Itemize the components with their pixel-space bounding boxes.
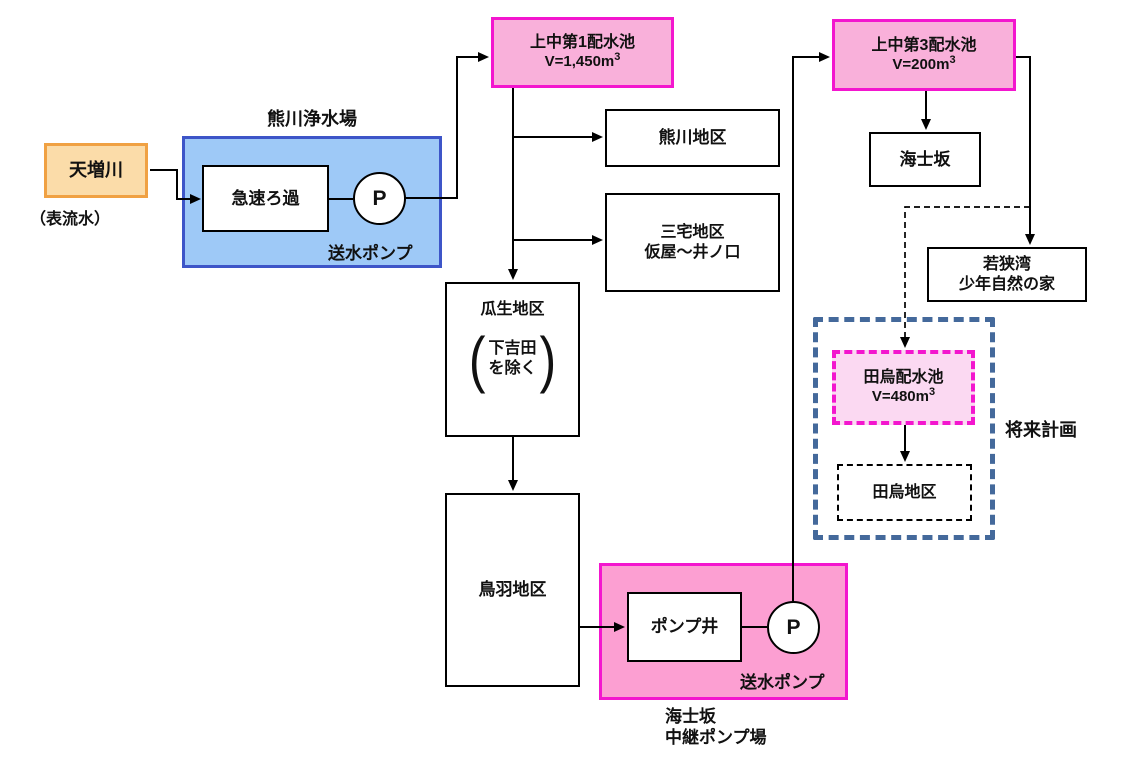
node-label: 田烏地区 — [872, 483, 937, 501]
node-label: 天増川 — [69, 160, 123, 181]
node-volume: V=480m3 — [871, 386, 936, 406]
node-volume: V=200m3 — [892, 53, 956, 73]
node-label: 田烏配水池 — [863, 369, 944, 387]
node-miyake-district: 三宅地区 仮屋～井ノ口 — [605, 193, 780, 292]
node-tagarasu-district: 田烏地区 — [837, 464, 972, 521]
exclusion-note: ( 下吉田を除く ) — [469, 328, 556, 391]
note-text: 下吉田を除く — [488, 340, 537, 377]
node-label: 瓜生地区 — [480, 301, 545, 318]
connector-reservoir3-to-wakasa — [1016, 56, 1035, 245]
node-label: 上中第3配水池 — [871, 36, 977, 54]
node-label: 若狭湾 — [982, 256, 1031, 274]
node-label: 急速ろ過 — [231, 188, 300, 208]
pump-caption: 送水ポンプ — [328, 244, 413, 263]
node-volume: V=1,450m3 — [544, 51, 621, 71]
node-rapid-filter: 急速ろ過 — [202, 165, 329, 232]
pump-icon: P — [767, 601, 820, 654]
paren-close: ) — [539, 324, 557, 394]
node-label: 上中第1配水池 — [530, 34, 635, 52]
paren-open: ( — [468, 324, 486, 394]
pump-letter: P — [372, 186, 387, 210]
node-label: 鳥羽地区 — [478, 580, 547, 600]
node-toba-district: 鳥羽地区 — [445, 493, 580, 687]
pump-icon: P — [353, 172, 406, 225]
node-wakasa-house: 若狭湾 少年自然の家 — [927, 247, 1087, 302]
node-reservoir-3: 上中第3配水池 V=200m3 — [832, 19, 1016, 91]
node-tagarasu-reservoir: 田烏配水池 V=480m3 — [832, 350, 975, 425]
node-sublabel: 仮屋～井ノ口 — [644, 243, 741, 261]
future-plan-label: 将来計画 — [1005, 420, 1077, 440]
plant-title: 熊川浄水場 — [267, 109, 357, 129]
node-label: 三宅地区 — [660, 223, 725, 241]
node-uryu-district: 瓜生地区 ( 下吉田を除く ) — [445, 282, 580, 437]
relay-station-title: 海士坂中継ポンプ場 — [665, 707, 767, 747]
node-amasaka: 海士坂 — [869, 132, 981, 187]
surface-water-note: （表流水） — [30, 211, 111, 228]
pump-letter: P — [786, 615, 801, 639]
node-pump-well: ポンプ井 — [627, 592, 742, 662]
node-sublabel: 少年自然の家 — [958, 275, 1055, 293]
node-label: ポンプ井 — [650, 617, 719, 637]
node-reservoir-1: 上中第1配水池 V=1,450m3 — [491, 17, 674, 88]
pump-caption: 送水ポンプ — [740, 673, 825, 692]
node-amasugawa-river: 天増川 — [44, 143, 148, 198]
node-kumagawa-district: 熊川地区 — [605, 109, 780, 167]
node-label: 海士坂 — [899, 149, 951, 169]
node-label: 熊川地区 — [658, 128, 727, 148]
